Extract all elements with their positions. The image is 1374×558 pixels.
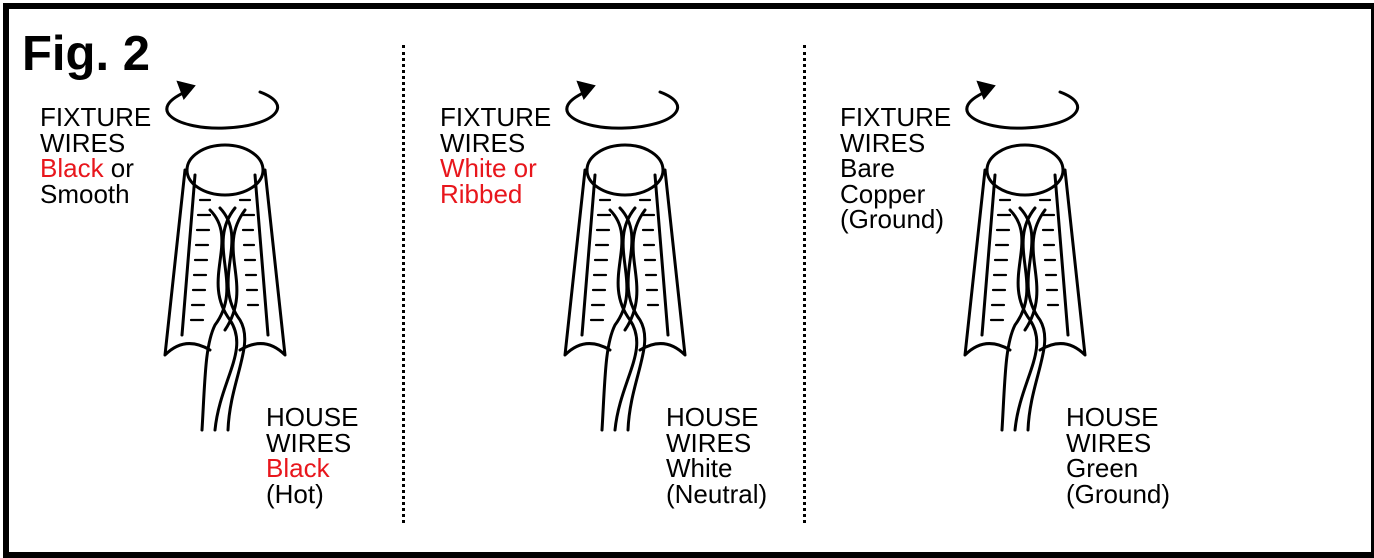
fixture-wire-color: Ribbed	[440, 178, 523, 209]
fixture-label-line: WIRES	[840, 127, 926, 158]
house-label-line: (Hot)	[266, 478, 324, 509]
fixture-label-line: (Ground)	[840, 204, 945, 234]
fixture-wire-color: White or	[440, 153, 537, 183]
house-wire-color: Black	[266, 453, 330, 483]
fixture-label-line: Black or	[40, 153, 151, 183]
figure-title: Fig. 2	[22, 27, 150, 81]
fixture-label-line: FIXTURE	[40, 102, 152, 132]
panel-neutral-connection: FIXTURE WIRES White or Ribbed HOUSE WIRE…	[440, 0, 840, 555]
house-label-line: WIRES	[666, 427, 752, 458]
house-label-line: WIRES	[266, 427, 352, 458]
fixture-label-line: Smooth	[40, 178, 130, 209]
house-label-line: HOUSE	[266, 402, 359, 432]
house-label-line: (Ground)	[1066, 478, 1171, 509]
panel-hot-connection: FIXTURE WIRES Black or Smooth HOUSE WIRE…	[40, 0, 440, 555]
rotate-arrow-icon	[965, 80, 1080, 130]
house-wire-color: Green	[1066, 453, 1139, 483]
panel-divider-2	[803, 45, 806, 523]
wire-nut-icon	[163, 80, 287, 432]
fixture-label-line: Copper	[840, 178, 926, 209]
house-wires-label: HOUSE WIRES Green (Ground)	[1066, 402, 1171, 509]
fixture-wires-label: FIXTURE WIRES Black or Smooth	[40, 102, 152, 209]
fixture-label-line: FIXTURE	[840, 102, 952, 132]
fixture-label-line: WIRES	[440, 127, 526, 158]
fixture-label-line: WIRES	[40, 127, 126, 158]
rotate-arrow-icon	[565, 80, 680, 130]
rotate-arrow-icon	[165, 80, 280, 130]
house-label-line: (Neutral)	[666, 478, 768, 509]
wire-nut-icon	[563, 80, 687, 432]
fixture-label-line: FIXTURE	[440, 102, 552, 132]
house-wires-label: HOUSE WIRES Black (Hot)	[266, 402, 359, 509]
house-wire-color: White	[666, 453, 733, 483]
wire-nut-icon	[963, 80, 1087, 432]
house-label-line: HOUSE	[1066, 402, 1159, 432]
house-wires-label: HOUSE WIRES White (Neutral)	[666, 402, 768, 509]
fixture-wire-color: Black	[40, 153, 104, 183]
fixture-label-conjunction: or	[103, 153, 134, 183]
panel-ground-connection: FIXTURE WIRES Bare Copper (Ground) HOUSE…	[840, 0, 1240, 555]
fixture-wires-label: FIXTURE WIRES Bare Copper (Ground)	[840, 102, 952, 234]
panel-divider-1	[402, 45, 405, 523]
fixture-wire-color: Bare	[840, 153, 895, 183]
fixture-wires-label: FIXTURE WIRES White or Ribbed	[440, 102, 552, 209]
house-label-line: WIRES	[1066, 427, 1152, 458]
house-label-line: HOUSE	[666, 402, 759, 432]
